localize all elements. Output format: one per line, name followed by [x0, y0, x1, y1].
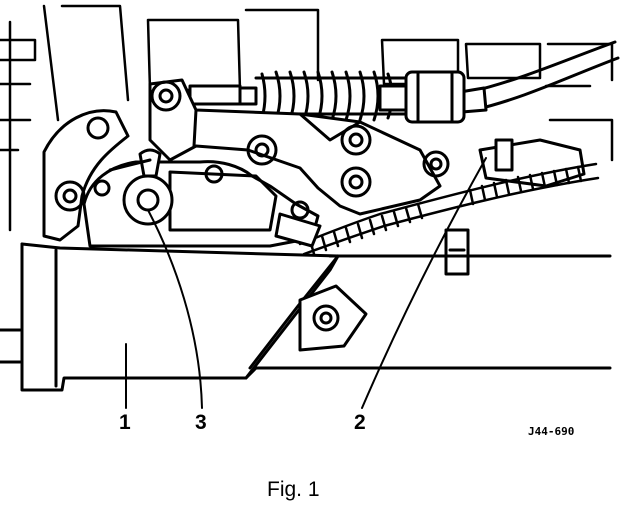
cable-adjuster	[404, 70, 466, 124]
cable-sheath	[458, 40, 620, 114]
actuator-housing	[82, 160, 322, 248]
reference-code: J44-690	[528, 425, 575, 438]
right-housing	[444, 138, 586, 276]
left-pawl	[42, 109, 152, 242]
lever-bracket	[148, 78, 450, 216]
callout-label-3: 3	[195, 411, 207, 434]
base-channel	[0, 242, 612, 392]
spring-and-rod	[188, 70, 408, 122]
figure-caption: Fig. 1	[267, 478, 320, 501]
callout-label-2: 2	[354, 411, 366, 434]
leader-lines	[125, 157, 487, 409]
callout-label-1: 1	[119, 411, 131, 434]
plug-pin	[122, 148, 174, 226]
